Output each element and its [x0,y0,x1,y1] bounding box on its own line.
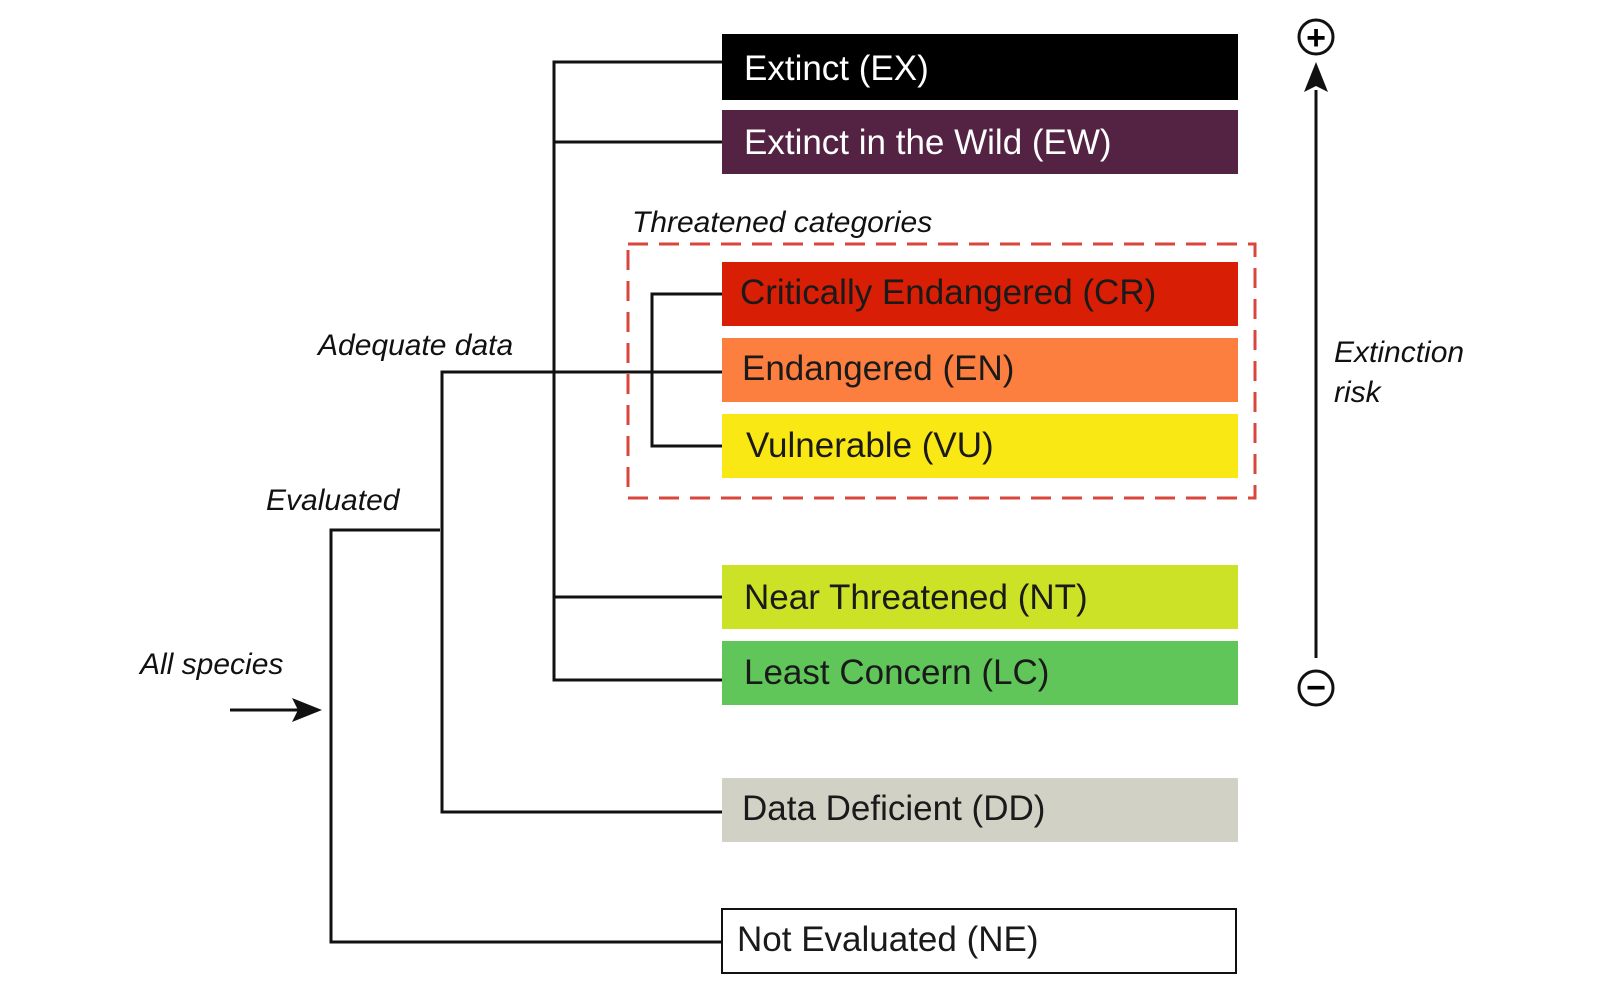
category-en-label: Endangered (EN) [742,349,1014,388]
plus-symbol: + [1306,19,1326,57]
category-cr-box [722,262,1238,326]
risk-axis-arrow-head [1304,62,1328,92]
category-lc: Least Concern (LC) [722,641,1238,705]
all-species-arrow-head [292,698,322,722]
plus-icon-circle [1297,18,1335,56]
tree-connectors [230,60,722,944]
category-ne-label: Not Evaluated (NE) [737,920,1039,959]
category-ne-box [721,908,1237,974]
category-nt-box [722,565,1238,629]
category-nt-label: Near Threatened (NT) [744,578,1088,617]
threatened-categories-label: Threatened categories [632,206,932,239]
category-en: Endangered (EN) [722,338,1238,402]
root-branch [329,528,722,944]
minus-symbol: − [1306,669,1326,707]
extinction-risk-label-line2: risk [1334,376,1383,409]
category-dd-box [722,778,1238,842]
adequate-data-label: Adequate data [316,329,513,362]
category-nt: Near Threatened (NT) [722,565,1238,629]
category-ew-label: Extinct in the Wild (EW) [744,123,1112,162]
category-cr: Critically Endangered (CR) [722,262,1238,326]
category-ex: Extinct (EX) [722,34,1238,100]
minus-icon: − [1297,669,1335,707]
extinction-risk-axis: + − Extinction risk [1297,18,1464,707]
category-vu-box [722,414,1238,478]
category-lc-label: Least Concern (LC) [744,653,1049,692]
category-cr-label: Critically Endangered (CR) [740,273,1156,312]
category-vu-label: Vulnerable (VU) [746,426,994,465]
category-ne: Not Evaluated (NE) [721,908,1237,974]
category-dd-label: Data Deficient (DD) [742,789,1045,828]
category-ew: Extinct in the Wild (EW) [722,110,1238,174]
category-vu: Vulnerable (VU) [722,414,1238,478]
all-species-label: All species [138,648,283,681]
minus-icon-circle [1297,669,1335,707]
threatened-categories-box [626,242,1257,500]
evaluated-branch [440,370,722,814]
extinction-risk-label-line1: Extinction [1334,336,1464,369]
evaluated-label: Evaluated [266,484,401,517]
category-ew-box [722,110,1238,174]
threatened-bracket [650,292,722,448]
category-en-box [722,338,1238,402]
category-dd: Data Deficient (DD) [722,778,1238,842]
category-ex-label: Extinct (EX) [744,49,929,88]
plus-icon: + [1297,18,1335,57]
category-ex-box [722,34,1238,100]
category-lc-box [722,641,1238,705]
category-boxes: Extinct (EX) Extinct in the Wild (EW) Cr… [721,34,1238,974]
